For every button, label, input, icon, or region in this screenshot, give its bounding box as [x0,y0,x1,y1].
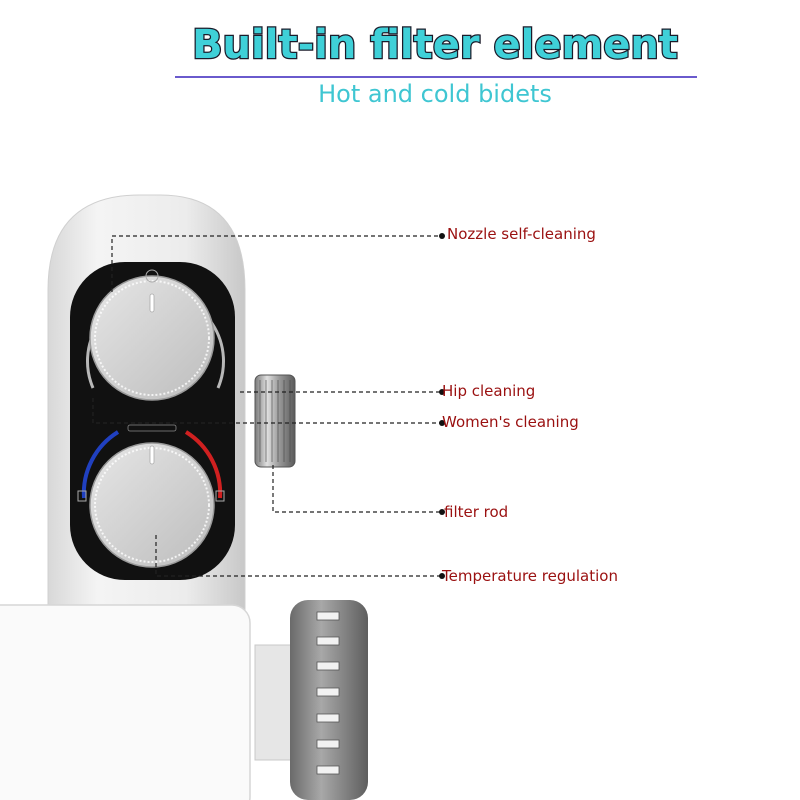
cold-arc [81,430,120,499]
filter-rod-cap [254,374,296,468]
page-title: Built-in filter element [191,21,679,70]
seat-plate [0,604,251,800]
callout-nozzle-self-cleaning: Nozzle self-cleaning [447,225,596,243]
callout-filter-rod: filter rod [444,503,509,521]
page-subtitle: Hot and cold bidets [318,80,552,108]
title-underline [175,76,697,78]
hot-arc [184,430,223,499]
callout-hip-cleaning: Hip cleaning [442,382,536,400]
temperature-knob [89,442,215,568]
nozzle-knob [89,275,215,401]
callout-leaders [92,235,440,577]
callout-womens-cleaning: Women's cleaning [442,413,579,431]
water-hose [290,600,368,800]
callout-temperature-regulation: Temperature regulation [442,567,618,585]
